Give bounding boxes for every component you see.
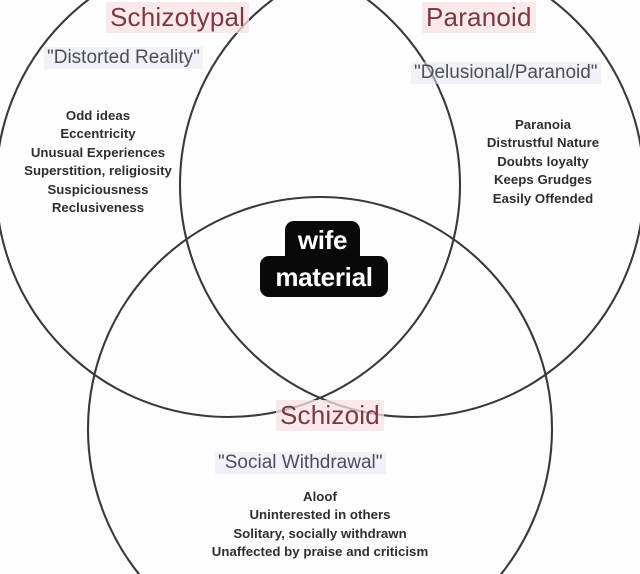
trait-item: Easily Offended (492, 190, 594, 206)
trait-item: Paranoia (514, 117, 572, 132)
trait-item: Odd ideas (65, 108, 131, 123)
trait-item: Doubts loyalty (497, 153, 589, 169)
trait-item: Reclusiveness (51, 200, 145, 216)
center-label-line-2: material (260, 256, 388, 297)
title-schizotypal: Schizotypal (106, 2, 250, 33)
trait-list-paranoid: Paranoia Distrustful Nature Doubts loyal… (446, 116, 640, 208)
circle-schizotypal (0, 0, 461, 418)
trait-item: Aloof (303, 489, 337, 504)
trait-list-schizotypal: Odd ideas Eccentricity Unusual Experienc… (2, 107, 194, 217)
trait-item: Eccentricity (60, 126, 136, 142)
circle-paranoid (179, 0, 640, 418)
trait-list-schizoid: Aloof Uninterested in others Solitary, s… (140, 488, 500, 562)
trait-item: Keeps Grudges (493, 172, 593, 188)
trait-item: Uninterested in others (249, 507, 391, 523)
trait-item: Superstition, religiosity (24, 163, 172, 179)
subtitle-paranoid: "Delusional/Paranoid" (411, 62, 601, 84)
trait-item: Distrustful Nature (486, 135, 600, 151)
subtitle-schizoid: "Social Withdrawal" (215, 452, 386, 474)
circle-schizoid (87, 196, 553, 574)
trait-item: Unaffected by praise and criticism (211, 544, 429, 560)
trait-item: Unusual Experiences (30, 144, 166, 160)
subtitle-schizotypal: "Distorted Reality" (44, 47, 203, 69)
trait-item: Suspiciousness (47, 181, 149, 197)
center-label-line-1: wife (285, 221, 360, 258)
title-paranoid: Paranoid (422, 2, 536, 33)
trait-item: Solitary, socially withdrawn (233, 525, 407, 541)
center-label: wife material (255, 221, 390, 299)
title-schizoid: Schizoid (276, 400, 384, 431)
